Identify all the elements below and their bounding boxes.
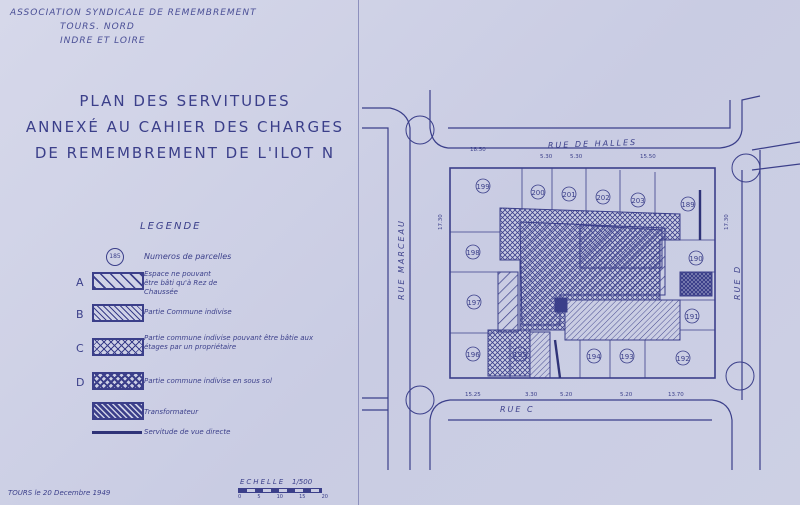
dimension-label: 13.70 [668, 392, 684, 398]
legend-swatch-c [92, 338, 144, 356]
street-line [362, 127, 389, 470]
scale-ticks: 0 5 10 15 20 [238, 494, 328, 500]
legend-swatch-d [92, 372, 144, 390]
dimension-labels: 18.50 5.30 5.30 15.50 15.25 3.30 5.20 5.… [438, 147, 730, 398]
legend-item-b: Partie Commune indivise [144, 308, 232, 316]
legend-swatch-transformer [92, 402, 144, 420]
scale-value: 1/500 [292, 478, 313, 486]
parcel-number: 189 [681, 201, 694, 209]
street-name-south: RUE C [500, 405, 535, 414]
parcel-number: 191 [685, 313, 698, 321]
zone-b-common [579, 224, 663, 269]
corner-roundabouts [405, 115, 761, 415]
scale-label: ECHELLE [240, 478, 286, 486]
street-names: RUE DE HALLES RUE C RUE MARCEAU RUE D [397, 138, 742, 414]
scale-tick: 15 [299, 494, 306, 500]
scale-bar [238, 488, 322, 493]
parcel-number: 203 [631, 197, 644, 205]
legend-swatch-a [92, 272, 144, 290]
scale-tick: 10 [276, 494, 283, 500]
legend-letter-b: B [76, 308, 84, 321]
parcel-number-symbol: 185 [106, 248, 124, 266]
parcel-number: 202 [596, 194, 609, 202]
street-line [429, 399, 733, 470]
legend-letter-c: C [76, 342, 84, 355]
parcel-number: 194 [587, 353, 601, 361]
view-servitude-lines [553, 190, 702, 379]
parcel-number: 199 [476, 183, 489, 191]
street-line [751, 141, 800, 171]
parcel-number: 193 [620, 353, 633, 361]
street-line [362, 397, 388, 411]
parcel-number: 200 [531, 189, 544, 197]
scale-tick: 0 [238, 494, 242, 500]
plan-title-line2: ANNEXÉ AU CAHIER DES CHARGES [25, 118, 345, 136]
parcel-number: 198 [466, 249, 479, 257]
dimension-label: 18.50 [470, 147, 486, 153]
legend-swatch-view-line [92, 431, 142, 434]
parcel-number: 197 [467, 299, 480, 307]
ilot-block-outline [449, 167, 716, 379]
dimension-label: 15.50 [640, 154, 656, 160]
legend-item-view-servitude: Servitude de vue directe [144, 428, 231, 436]
legend-letter-d: D [76, 376, 85, 389]
street-name-east: RUE D [733, 265, 742, 300]
legend-item-d: Partie commune indivise en sous sol [144, 377, 272, 385]
servitude-zones [487, 207, 713, 379]
legend-item-transformer: Transformateur [144, 408, 199, 416]
zone-a-west [497, 271, 519, 333]
dimension-label: 5.20 [620, 392, 633, 398]
street-name-west: RUE MARCEAU [397, 219, 406, 300]
corner-circle [731, 153, 761, 183]
street-line [448, 100, 731, 129]
legend-item-parcel-numbers: Numeros de parcelles [144, 252, 232, 261]
parcel-number: 196 [466, 351, 480, 359]
corner-circle [725, 361, 755, 391]
plan-title-line3: DE REMEMBREMENT DE L'ILOT N [34, 144, 336, 162]
association-region: INDRE ET LOIRE [60, 36, 146, 46]
dimension-label: 5.30 [570, 154, 583, 160]
dimension-label: 15.25 [465, 392, 481, 398]
scale-tick: 5 [257, 494, 261, 500]
dimension-label: 3.30 [525, 392, 538, 398]
legend-item-a: Espace ne pouvant être bâti qu'à Rez de … [144, 270, 218, 296]
legend-letter-a: A [76, 276, 84, 289]
parcel-number: 195 [513, 351, 526, 359]
plan-date: TOURS le 20 Decembre 1949 [8, 489, 111, 497]
legend-item-c: Partie commune indivise pouvant être bât… [144, 334, 314, 351]
dimension-label: 5.20 [560, 392, 573, 398]
street-line [429, 90, 761, 149]
parcel-number: 190 [689, 255, 702, 263]
dimension-label: 17.30 [438, 214, 444, 230]
corner-circle [405, 385, 435, 415]
parcel-number: 192 [676, 355, 689, 363]
legend-title: LEGENDE [140, 221, 202, 232]
corner-circle [405, 115, 435, 145]
street-line [362, 107, 411, 470]
zone-b-passage [529, 331, 551, 379]
parcel-numbers: 199 200 201 202 203 189 198 190 197 191 … [465, 178, 704, 366]
dimension-label: 5.30 [540, 154, 553, 160]
plan-title-line1: PLAN DES SERVITUDES [79, 92, 291, 110]
transformer [554, 297, 568, 313]
legend-swatch-b [92, 304, 144, 322]
zone-d-basement [679, 271, 713, 297]
street-name-north: RUE DE HALLES [548, 138, 638, 150]
zone-b-south [564, 299, 681, 341]
panel-divider [358, 0, 359, 505]
dimension-label: 17.30 [724, 214, 730, 230]
street-lines [362, 90, 800, 470]
association-name: ASSOCIATION SYNDICALE DE REMEMBREMENT [10, 8, 257, 18]
street-line [741, 150, 761, 470]
parcel-number: 201 [562, 191, 575, 199]
association-city: TOURS. NORD [60, 22, 135, 32]
scale-tick: 20 [321, 494, 328, 500]
